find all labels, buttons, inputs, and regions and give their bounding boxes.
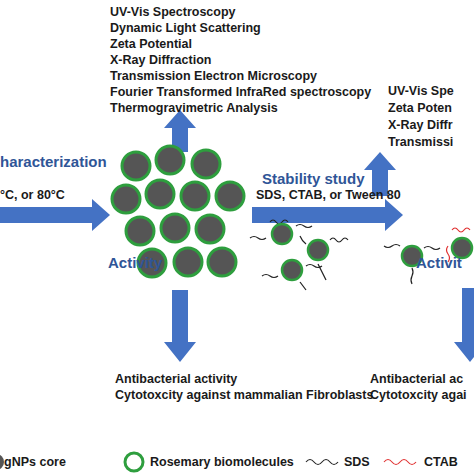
section-heading: Stability study xyxy=(262,170,365,188)
ctab-sample xyxy=(384,460,416,465)
shell-sample xyxy=(125,453,143,471)
activity-item: Antibacterial activity xyxy=(115,372,237,387)
core-sample xyxy=(0,454,4,470)
method-item: Transmissi xyxy=(388,135,453,150)
condition-label: °C, or 80°C xyxy=(0,188,65,203)
method-item: X-Ray Diffr xyxy=(388,118,453,133)
method-item: Zeta Potential xyxy=(110,37,192,52)
method-item: Transmission Electron Microscopy xyxy=(110,69,317,84)
section-heading: Activit xyxy=(416,254,462,272)
method-item: Fourier Transformed InfraRed spectroscop… xyxy=(110,85,371,100)
legend-symbols xyxy=(0,453,416,471)
activity-item: Antibacterial ac xyxy=(370,372,463,387)
method-item: Dynamic Light Scattering xyxy=(110,21,261,36)
down-arrow xyxy=(164,290,196,362)
method-item: X-Ray Diffraction xyxy=(110,53,211,68)
block-arrows xyxy=(0,110,474,362)
sds-sample xyxy=(306,460,338,465)
legend-text: gNPs core xyxy=(4,455,66,470)
method-item: UV-Vis Spectroscopy xyxy=(110,5,236,20)
method-item: Zeta Poten xyxy=(388,101,452,116)
legend-text: SDS xyxy=(344,455,370,470)
arrow-label: SDS, CTAB, or Tween 80 xyxy=(256,188,401,203)
right-arrow xyxy=(0,199,110,231)
method-item: Thermogravimetric Analysis xyxy=(110,101,278,116)
activity-item: Cytotoxcity against mammalian Fibroblast… xyxy=(115,388,373,403)
legend-text: Rosemary biomolecules xyxy=(150,455,294,470)
legend-text: CTAB xyxy=(424,455,458,470)
section-heading: haracterization xyxy=(0,153,107,171)
activity-item: Cytotoxcity agai xyxy=(370,388,467,403)
down-arrow xyxy=(454,288,474,362)
section-heading: Activity xyxy=(108,254,162,272)
coated-nanoparticles xyxy=(250,220,472,290)
method-item: UV-Vis Spe xyxy=(388,84,454,99)
